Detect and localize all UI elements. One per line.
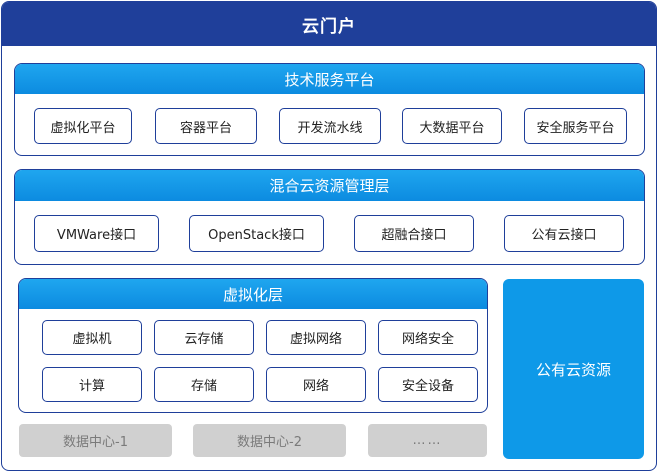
tech-item-virtualization-platform: 虚拟化平台 (34, 108, 132, 144)
virt-item-storage: 存储 (154, 367, 254, 402)
virtualization-title-text: 虚拟化层 (222, 285, 283, 304)
tech-item-dev-pipeline: 开发流水线 (279, 108, 381, 144)
virt-item-network-security: 网络安全 (378, 320, 478, 355)
public-cloud-resources: 公有云资源 (503, 279, 644, 459)
virt-item-cloud-storage: 云存储 (154, 320, 254, 355)
interface-vmware: VMWare接口 (34, 215, 159, 252)
interface-openstack: OpenStack接口 (189, 215, 324, 252)
hybrid-cloud-title: 混合云资源管理层 (15, 170, 644, 201)
public-cloud-label: 公有云资源 (535, 360, 611, 379)
tech-item-container-platform: 容器平台 (155, 108, 257, 144)
virt-item-security-device: 安全设备 (378, 367, 478, 402)
virt-item-vm: 虚拟机 (42, 320, 142, 355)
datacenter-1: 数据中心-1 (19, 424, 172, 457)
virtualization-section: 虚拟化层 虚拟机 云存储 虚拟网络 网络安全 计算 存储 网络 安全设备 (18, 278, 488, 413)
cloud-portal-title: 云门户 (302, 16, 356, 37)
virt-item-virtual-network: 虚拟网络 (266, 320, 366, 355)
interface-hyperconverged: 超融合接口 (354, 215, 474, 252)
hybrid-cloud-title-text: 混合云资源管理层 (269, 177, 390, 195)
tech-platform-title: 技术服务平台 (15, 64, 644, 94)
tech-item-bigdata-platform: 大数据平台 (402, 108, 502, 144)
tech-item-security-platform: 安全服务平台 (524, 108, 627, 144)
datacenter-more: …… (368, 424, 487, 457)
cloud-portal-header: 云门户 (2, 2, 656, 46)
tech-platform-title-text: 技术服务平台 (284, 70, 375, 89)
hybrid-cloud-section: 混合云资源管理层 VMWare接口 OpenStack接口 超融合接口 公有云接… (14, 169, 645, 265)
tech-platform-section: 技术服务平台 虚拟化平台 容器平台 开发流水线 大数据平台 安全服务平台 (14, 63, 645, 156)
virt-item-network: 网络 (266, 367, 366, 402)
interface-public-cloud: 公有云接口 (504, 215, 624, 252)
virtualization-title: 虚拟化层 (19, 279, 487, 309)
datacenter-2: 数据中心-2 (193, 424, 346, 457)
virt-item-compute: 计算 (42, 367, 142, 402)
